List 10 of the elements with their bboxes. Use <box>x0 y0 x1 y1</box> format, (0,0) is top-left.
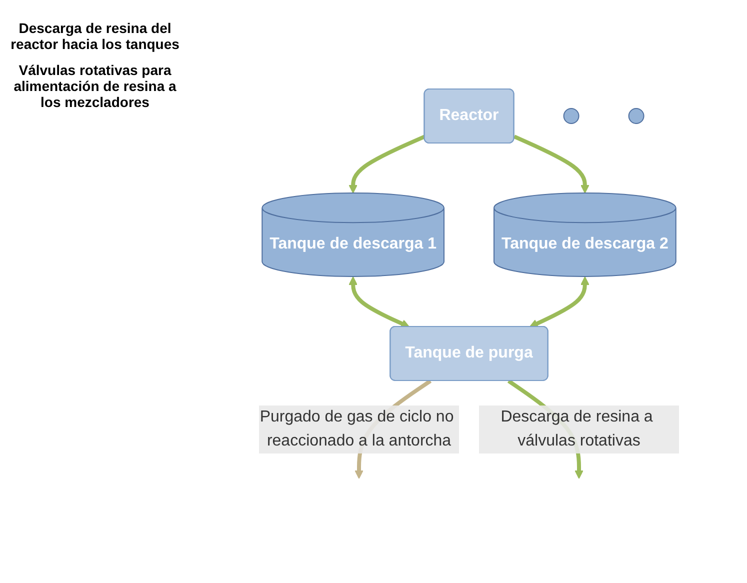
node-circle <box>628 108 644 124</box>
arrow <box>348 135 425 194</box>
arrow <box>512 135 589 194</box>
arrow <box>528 276 589 328</box>
note-text: Descarga de resina del reactor hacia los tanques <box>10 20 180 52</box>
arrow <box>348 276 410 328</box>
node-circle <box>562 108 579 124</box>
note-text: Válvulas rotativas para alimentación de resina a los mezcladores <box>12 62 178 110</box>
edge-label: Purgado de gas de ciclo no reaccionado a la antorcha <box>259 408 454 450</box>
edge-label: Descarga de resina a válvulas rotativas <box>500 408 652 450</box>
